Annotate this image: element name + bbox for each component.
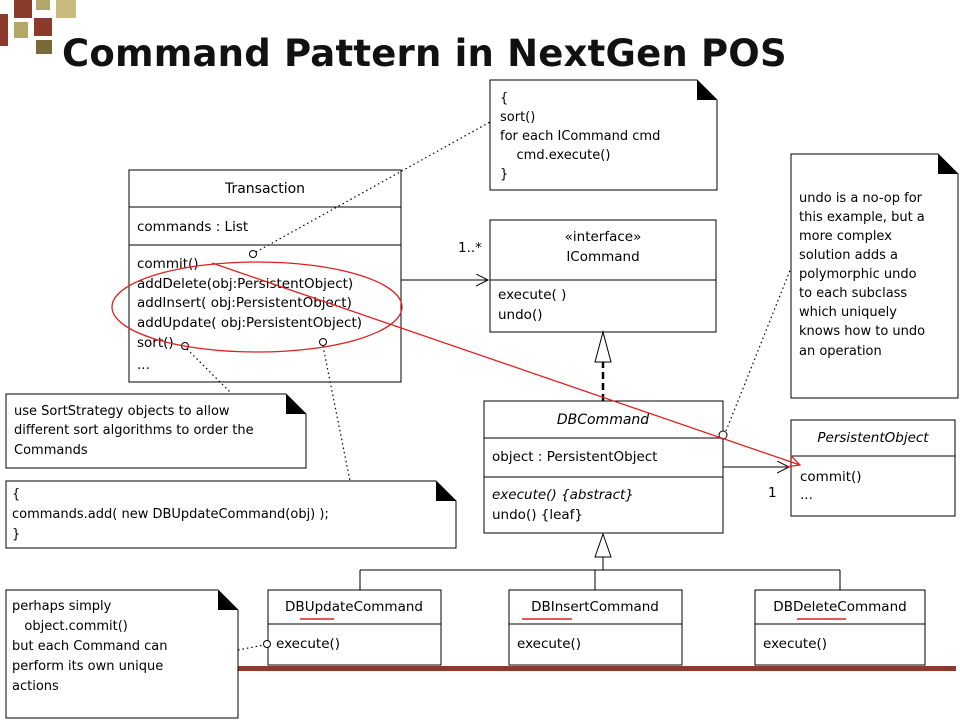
note-line: object.commit() — [12, 619, 128, 634]
note-line: for each ICommand cmd — [500, 129, 660, 144]
class-operation: sort() — [137, 335, 174, 351]
note-line: commands.add( new DBUpdateCommand(obj) )… — [12, 507, 329, 522]
class-attribute: object : PersistentObject — [492, 449, 657, 465]
class-name: PersistentObject — [817, 430, 929, 446]
note-line: use SortStrategy objects to allow — [14, 404, 230, 419]
corner-square-olive — [14, 22, 28, 38]
class-stereotype: «interface» — [565, 229, 642, 245]
class-operation: ... — [800, 487, 813, 503]
highlight-ellipse — [111, 261, 403, 353]
class-operation: commit() — [800, 469, 862, 485]
class-operation: addDelete(obj:PersistentObject) — [137, 276, 353, 292]
class-operation: commit() — [137, 256, 199, 272]
class-operation: execute() — [517, 636, 581, 652]
class-name: DBDeleteCommand — [773, 599, 906, 615]
note-line: solution adds a — [799, 248, 898, 263]
class-name: Transaction — [224, 181, 305, 197]
class-dbinsertcommand: DBInsertCommand execute() — [508, 589, 683, 666]
corner-square-dark-olive — [36, 40, 52, 54]
multiplicity-label: 1..* — [458, 240, 482, 256]
class-operation: undo() — [498, 307, 542, 323]
note-line: Commands — [14, 443, 88, 458]
note-addupdate: { commands.add( new DBUpdateCommand(obj)… — [5, 480, 457, 549]
class-name: DBUpdateCommand — [285, 599, 423, 615]
class-operation: ... — [137, 357, 150, 373]
note-line: to each subclass — [799, 286, 907, 301]
class-dbcommand: DBCommand object : PersistentObject exec… — [483, 400, 724, 534]
note-line: knows how to undo — [799, 324, 925, 339]
corner-square-dark — [14, 0, 32, 18]
red-annotations — [111, 261, 800, 465]
class-operation: execute() — [763, 636, 827, 652]
note-line: } — [500, 167, 508, 182]
class-persistentobject: PersistentObject commit() ... — [790, 419, 956, 517]
note-line: more complex — [799, 229, 892, 244]
note-line: undo is a no-op for — [799, 191, 923, 206]
corner-square-dark — [34, 18, 52, 36]
note-line: different sort algorithms to order the — [14, 423, 254, 438]
note-sort: use SortStrategy objects to allow differ… — [5, 393, 307, 469]
note-line: sort() — [500, 110, 535, 125]
class-dbupdatecommand: DBUpdateCommand execute() — [267, 589, 442, 666]
class-operation: undo() {leaf} — [492, 507, 583, 523]
note-perhaps: perhaps simply object.commit() but each … — [5, 589, 239, 719]
generalization-tree — [359, 532, 841, 590]
note-line: polymorphic undo — [799, 267, 917, 282]
corner-square-olive — [36, 0, 50, 10]
slide-title: Command Pattern in NextGen POS — [62, 32, 787, 75]
class-icommand: «interface» ICommand execute( ) undo() — [489, 219, 717, 333]
class-operation: execute() — [276, 636, 340, 652]
class-name: DBInsertCommand — [531, 599, 659, 615]
multiplicity-label: 1 — [768, 485, 777, 501]
note-line: } — [12, 527, 20, 542]
class-dbdeletecommand: DBDeleteCommand execute() — [754, 589, 926, 666]
note-line: { — [500, 91, 508, 106]
note-line: { — [12, 487, 20, 502]
class-operation: addUpdate( obj:PersistentObject) — [137, 315, 362, 331]
realization-dbcommand-icommand — [594, 330, 612, 401]
note-line: but each Command can — [12, 639, 168, 654]
note-line: an operation — [799, 344, 882, 359]
class-operation: execute() {abstract} — [492, 487, 634, 503]
note-commit: { sort() for each ICommand cmd cmd.execu… — [489, 79, 718, 191]
class-operation: execute( ) — [498, 287, 566, 303]
note-undo: undo is a no-op for this example, but a … — [790, 153, 959, 399]
note-line: perform its own unique — [12, 659, 163, 674]
note-line: which uniquely — [799, 305, 897, 320]
bottom-rule — [238, 666, 956, 671]
note-line: perhaps simply — [12, 599, 112, 614]
note-line: this example, but a — [799, 210, 925, 225]
class-name: DBCommand — [557, 412, 649, 428]
class-attribute: commands : List — [137, 219, 248, 235]
class-transaction: Transaction commands : List commit() add… — [128, 169, 402, 383]
class-name: ICommand — [566, 249, 639, 265]
corner-square-olive — [56, 0, 76, 18]
note-line: actions — [12, 679, 59, 694]
title-bar-left — [0, 14, 8, 46]
note-line: cmd.execute() — [500, 148, 610, 163]
commit-arrow — [211, 262, 800, 465]
class-operation: addInsert( obj:PersistentObject) — [137, 295, 352, 311]
